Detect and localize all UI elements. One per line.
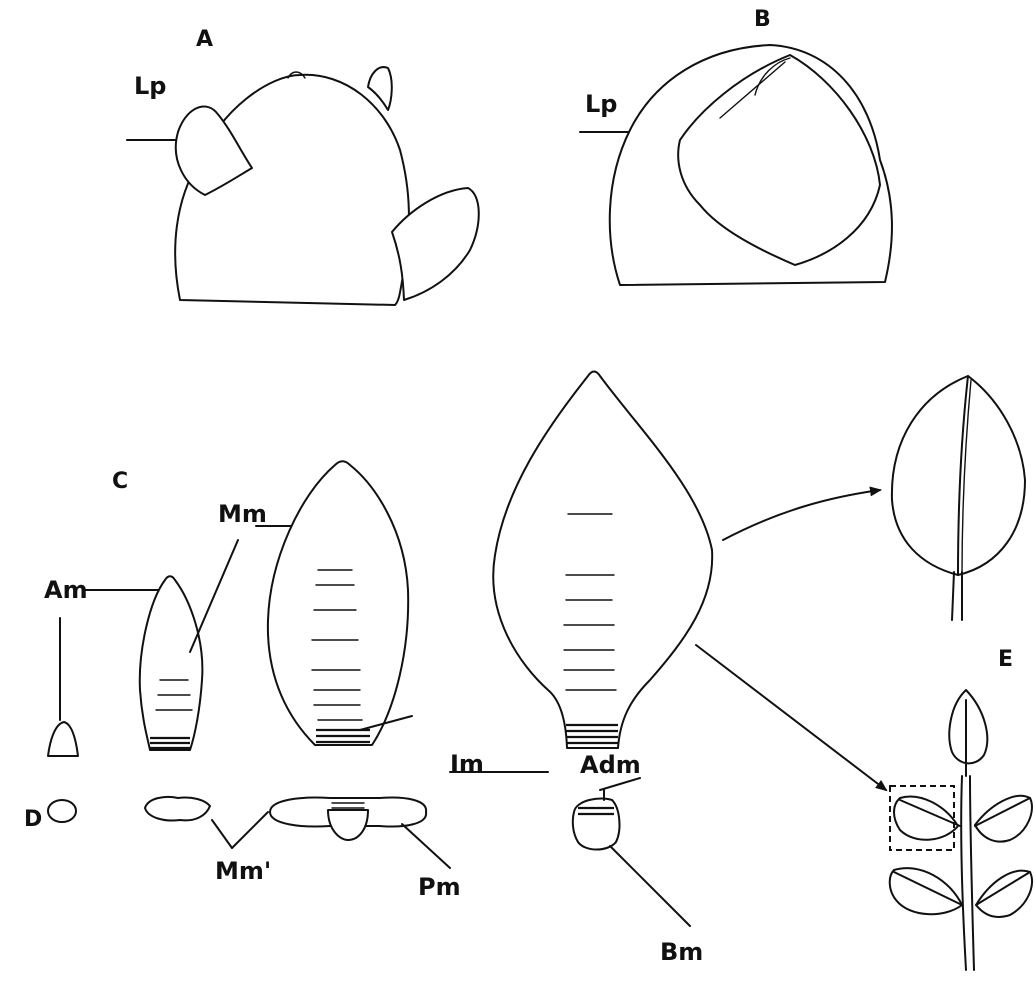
section-stage-4 xyxy=(573,799,620,850)
panel-a: A Lp xyxy=(127,27,479,305)
stage-4-leaf xyxy=(493,372,712,749)
panel-label-d: D xyxy=(24,807,42,832)
arrow-to-panel-e xyxy=(696,645,886,790)
panel-label-e: E xyxy=(998,647,1013,672)
stage-2-leaf xyxy=(140,576,203,750)
leaflet-lower-right xyxy=(976,871,1032,917)
panel-label-b: B xyxy=(754,7,771,32)
panel-c: C Am Mm Im xyxy=(44,372,1025,791)
leaflet-upper-left xyxy=(894,797,958,840)
label-bm: Bm xyxy=(660,938,703,966)
leader-mm-prime-right xyxy=(232,812,268,848)
label-im: Im xyxy=(450,750,484,778)
section-stage-1 xyxy=(48,800,76,822)
label-lp-b: Lp xyxy=(585,90,617,118)
panel-d: D Mm' Pm Adm Bm xyxy=(24,751,703,966)
label-adm: Adm xyxy=(580,751,641,779)
panel-label-c: C xyxy=(112,469,128,494)
panel-e: E xyxy=(890,647,1032,970)
stage-3-leaf xyxy=(268,461,408,745)
label-mm: Mm xyxy=(218,500,267,528)
label-pm: Pm xyxy=(418,873,461,901)
terminal-leaflet xyxy=(949,690,987,763)
stage-1-primordium xyxy=(48,722,78,756)
leaflet-upper-right xyxy=(975,796,1032,842)
label-mm-prime: Mm' xyxy=(215,857,271,885)
compound-leaf-rachis-left xyxy=(961,776,966,970)
label-lp-a: Lp xyxy=(134,72,166,100)
leader-bm xyxy=(610,846,690,926)
arrow-to-mature-leaf xyxy=(723,490,880,540)
leader-mm-prime-left xyxy=(212,820,232,848)
panel-b: B Lp xyxy=(580,7,892,285)
compound-leaf-rachis-right xyxy=(970,776,974,970)
section-stage-3-midrib xyxy=(328,810,368,840)
label-am: Am xyxy=(44,576,88,604)
leader-pm xyxy=(402,824,450,868)
section-stage-2 xyxy=(145,797,210,821)
leader-adm-a xyxy=(600,778,640,790)
mature-leaf-petiole-left xyxy=(952,572,954,620)
leader-mm-stage-2 xyxy=(190,540,238,652)
panel-label-a: A xyxy=(196,27,213,52)
